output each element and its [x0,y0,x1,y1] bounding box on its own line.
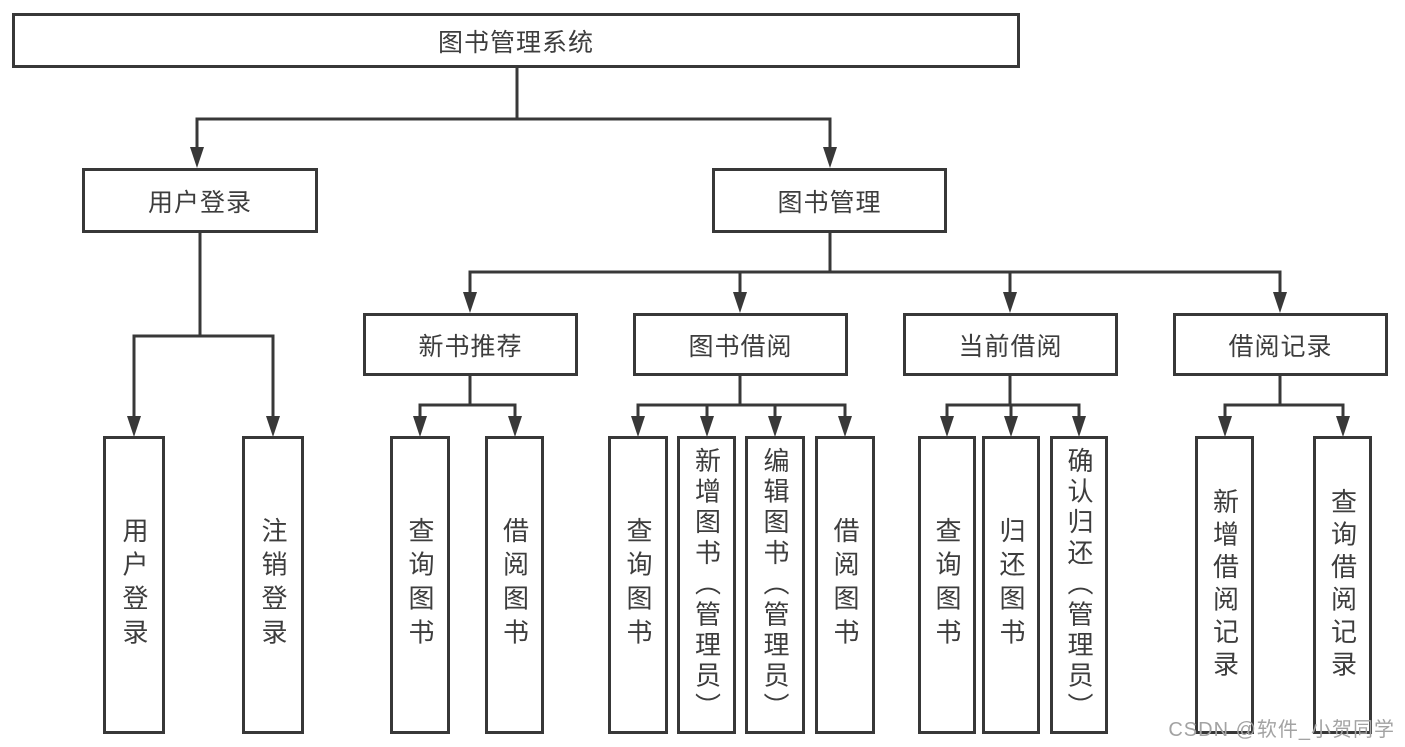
leaf-label: 编辑图书（管理员） [760,446,790,724]
leaf-edit-book-admin: 编辑图书（管理员） [745,436,805,734]
leaf-label: 借阅图书 [830,517,860,653]
leaf-borrow-book-2: 借阅图书 [815,436,875,734]
leaf-label: 新增图书（管理员） [691,446,722,724]
leaf-query-book-2: 查询图书 [608,436,668,734]
leaf-query-borrow-record: 查询借阅记录 [1313,436,1372,734]
leaf-label: 查询图书 [405,517,435,653]
leaf-label: 注销登录 [258,517,288,653]
watermark: CSDN @软件_小贺同学 [1168,719,1395,741]
node-root: 图书管理系统 [12,13,1020,68]
leaf-query-book-1: 查询图书 [390,436,450,734]
leaf-label: 新增借阅记录 [1209,487,1240,683]
leaf-add-book-admin: 新增图书（管理员） [677,436,736,734]
leaf-borrow-book-1: 借阅图书 [485,436,544,734]
leaf-label: 用户登录 [119,517,149,653]
leaf-confirm-return-admin: 确认归还（管理员） [1050,436,1108,734]
leaf-return-book: 归还图书 [982,436,1040,734]
leaf-add-borrow-record: 新增借阅记录 [1195,436,1254,734]
leaf-user-login: 用户登录 [103,436,165,734]
leaf-label: 确认归还（管理员） [1064,446,1094,724]
node-borrow-records: 借阅记录 [1173,313,1388,376]
leaf-label: 查询图书 [932,517,962,653]
leaf-logout: 注销登录 [242,436,304,734]
leaf-label: 查询借阅记录 [1327,487,1358,683]
leaf-label: 查询图书 [623,517,653,653]
node-book-mgmt: 图书管理 [712,168,947,233]
node-new-book-recommend: 新书推荐 [363,313,578,376]
node-user-login: 用户登录 [82,168,318,233]
node-current-borrow: 当前借阅 [903,313,1118,376]
leaf-label: 借阅图书 [499,517,530,653]
leaf-label: 归还图书 [996,517,1026,653]
leaf-query-book-3: 查询图书 [918,436,976,734]
node-book-borrow: 图书借阅 [633,313,848,376]
